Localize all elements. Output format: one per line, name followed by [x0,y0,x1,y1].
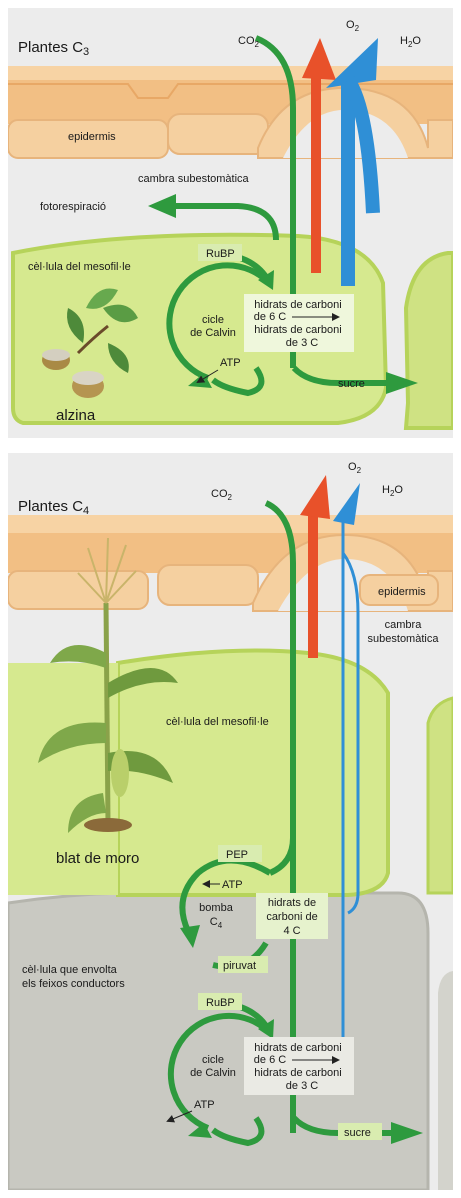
c3-carb3-label-2: de 3 C [286,337,318,349]
c4-sugar-box [338,1123,382,1140]
c3-photorespiration-arrowhead [148,194,176,218]
c3-carb6-label-2: de 6 C [254,311,286,323]
c3-co2-arrow [254,35,296,368]
c4-neighbor-mesophyll [426,696,453,895]
c4-h2o-arrowhead [333,483,360,525]
c4-pep-box [218,845,262,862]
c4-carb6-label-1: hidrats de carboni [254,1042,341,1054]
c3-mesophyll-label: cèl·lula del mesofil·le [28,261,131,273]
c4-title: Plantes C4 [18,498,89,517]
c3-neighbor-cell [403,251,453,430]
c4-sugar-label: sucre [344,1127,371,1139]
c4-chamber-label-2: subestomàtica [368,633,440,645]
c4-calvin-label-2: de Calvin [190,1067,236,1079]
c3-co2-label: CO2 [238,35,260,49]
c4-calvin-label-1: cicle [202,1054,224,1066]
c3-title: Plantes C3 [18,39,89,58]
c3-atp-label: ATP [220,357,241,369]
c3-h2o-label: H2O [400,35,421,49]
c3-calvin-label-2: de Calvin [190,327,236,339]
oak-illustration [42,288,138,398]
c4-h2o-branch [341,552,360,915]
c4-h2o-label: H2O [382,484,403,498]
c3-epidermis-label: epidermis [68,131,116,143]
c4-co2-arrow [264,500,296,1133]
c3-sugar-arrowhead [386,372,418,394]
c4-panel: Plantes C4 CO2 O2 H2O epidermis cambra s… [8,453,453,1190]
c3-calvin-label-1: cicle [202,314,224,326]
c4-rubp-box [198,993,242,1010]
c3-o2-label: O2 [346,19,360,33]
c3-rubp-box [198,244,242,261]
c4-carb3-label-2: de 3 C [286,1080,318,1092]
c4-epidermis-label: epidermis [378,586,426,598]
c4-carb3-label-1: hidrats de carboni [254,1067,341,1079]
c3-epidermis-layer [8,66,453,159]
c4-carb6-label-2: de 6 C [254,1054,286,1066]
c4-pump-label-1: bomba [199,902,234,914]
c3-carb6-label-1: hidrats de carboni [254,299,341,311]
c4-carb4-box [256,893,328,939]
c4-sugar-arrow [291,1115,393,1136]
c4-o2-arrowhead [300,475,330,519]
c4-neighbor-bundle [438,971,453,1190]
c4-carb4-label-3: 4 C [283,925,300,937]
c4-calvin-atp-label: ATP [194,1099,215,1111]
c3-sugar-label: sucre [338,378,365,390]
c4-pump-atp-label: ATP [222,879,243,891]
c4-calvin-atp-arrow [166,1110,193,1123]
c3-carb-box [244,294,354,352]
c3-plant-label: alzina [56,407,96,424]
c3-chamber-label: cambra subestomàtica [138,173,250,185]
c3-diagram: Plantes C3 CO2 O2 H2O epidermis cambra s… [8,19,453,430]
c4-pump-label-2: C4 [210,916,223,930]
c4-mesophyll-left [8,663,118,895]
c4-rubp-label: RuBP [206,997,235,1009]
c3-photorespiration-label: fotorespiració [40,201,106,213]
c4-mesophyll-label: cèl·lula del mesofil·le [166,716,269,728]
c4-mesophyll-cell [116,648,390,897]
c3-photorespiration-arrow [173,203,279,241]
maize-illustration [38,537,178,833]
c4-co2-label: CO2 [211,488,233,502]
c4-pep-label: PEP [226,849,248,861]
c3-atp-arrow [196,369,219,384]
c4-bundle-label-2: els feixos conductors [22,978,125,990]
c3-sugar-arrow [291,365,388,386]
c3-h2o-arrowhead [326,38,378,88]
c4-o2-label: O2 [348,461,362,475]
c4-plant-label: blat de moro [56,850,139,867]
c3-rubp-label: RuBP [206,248,235,260]
c4-chamber-label-1: cambra [385,619,423,631]
c4-bundle-label-1: cèl·lula que envolta [22,964,118,976]
c4-carb4-label-1: hidrats de [268,897,316,909]
c3-panel: Plantes C3 CO2 O2 H2O epidermis cambra s… [8,8,453,438]
c4-bundle-sheath-cell [8,891,430,1190]
c3-o2-arrowhead [302,38,336,80]
c4-pyruvate-box [218,956,268,973]
c3-carb3-label-1: hidrats de carboni [254,324,341,336]
c4-pyruvate-label: piruvat [223,960,256,972]
c4-carb4-label-2: carboni de [266,911,317,923]
c4-diagram: Plantes C4 CO2 O2 H2O epidermis cambra s… [8,461,453,1190]
c3-h2o-branch [342,75,380,214]
c4-carb-box [244,1037,354,1095]
c4-sugar-arrowhead [391,1122,423,1144]
